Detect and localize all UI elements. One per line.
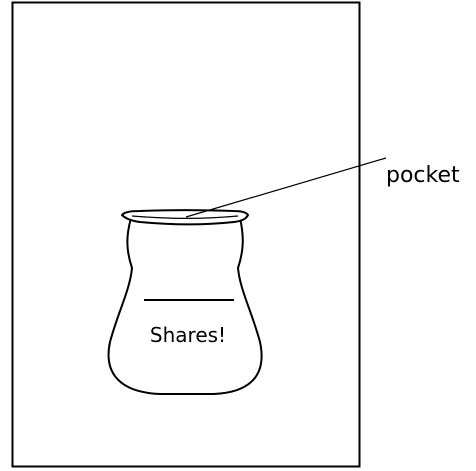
jar: Shares! — [107, 209, 263, 395]
jar-rim — [121, 209, 249, 226]
callout-leader-line — [185, 157, 387, 218]
jar-body — [107, 217, 263, 395]
callout-label: pocket — [386, 163, 460, 188]
page-frame — [11, 1, 361, 468]
jar-label: Shares! — [150, 323, 226, 347]
jar-rim-inner — [131, 215, 239, 219]
